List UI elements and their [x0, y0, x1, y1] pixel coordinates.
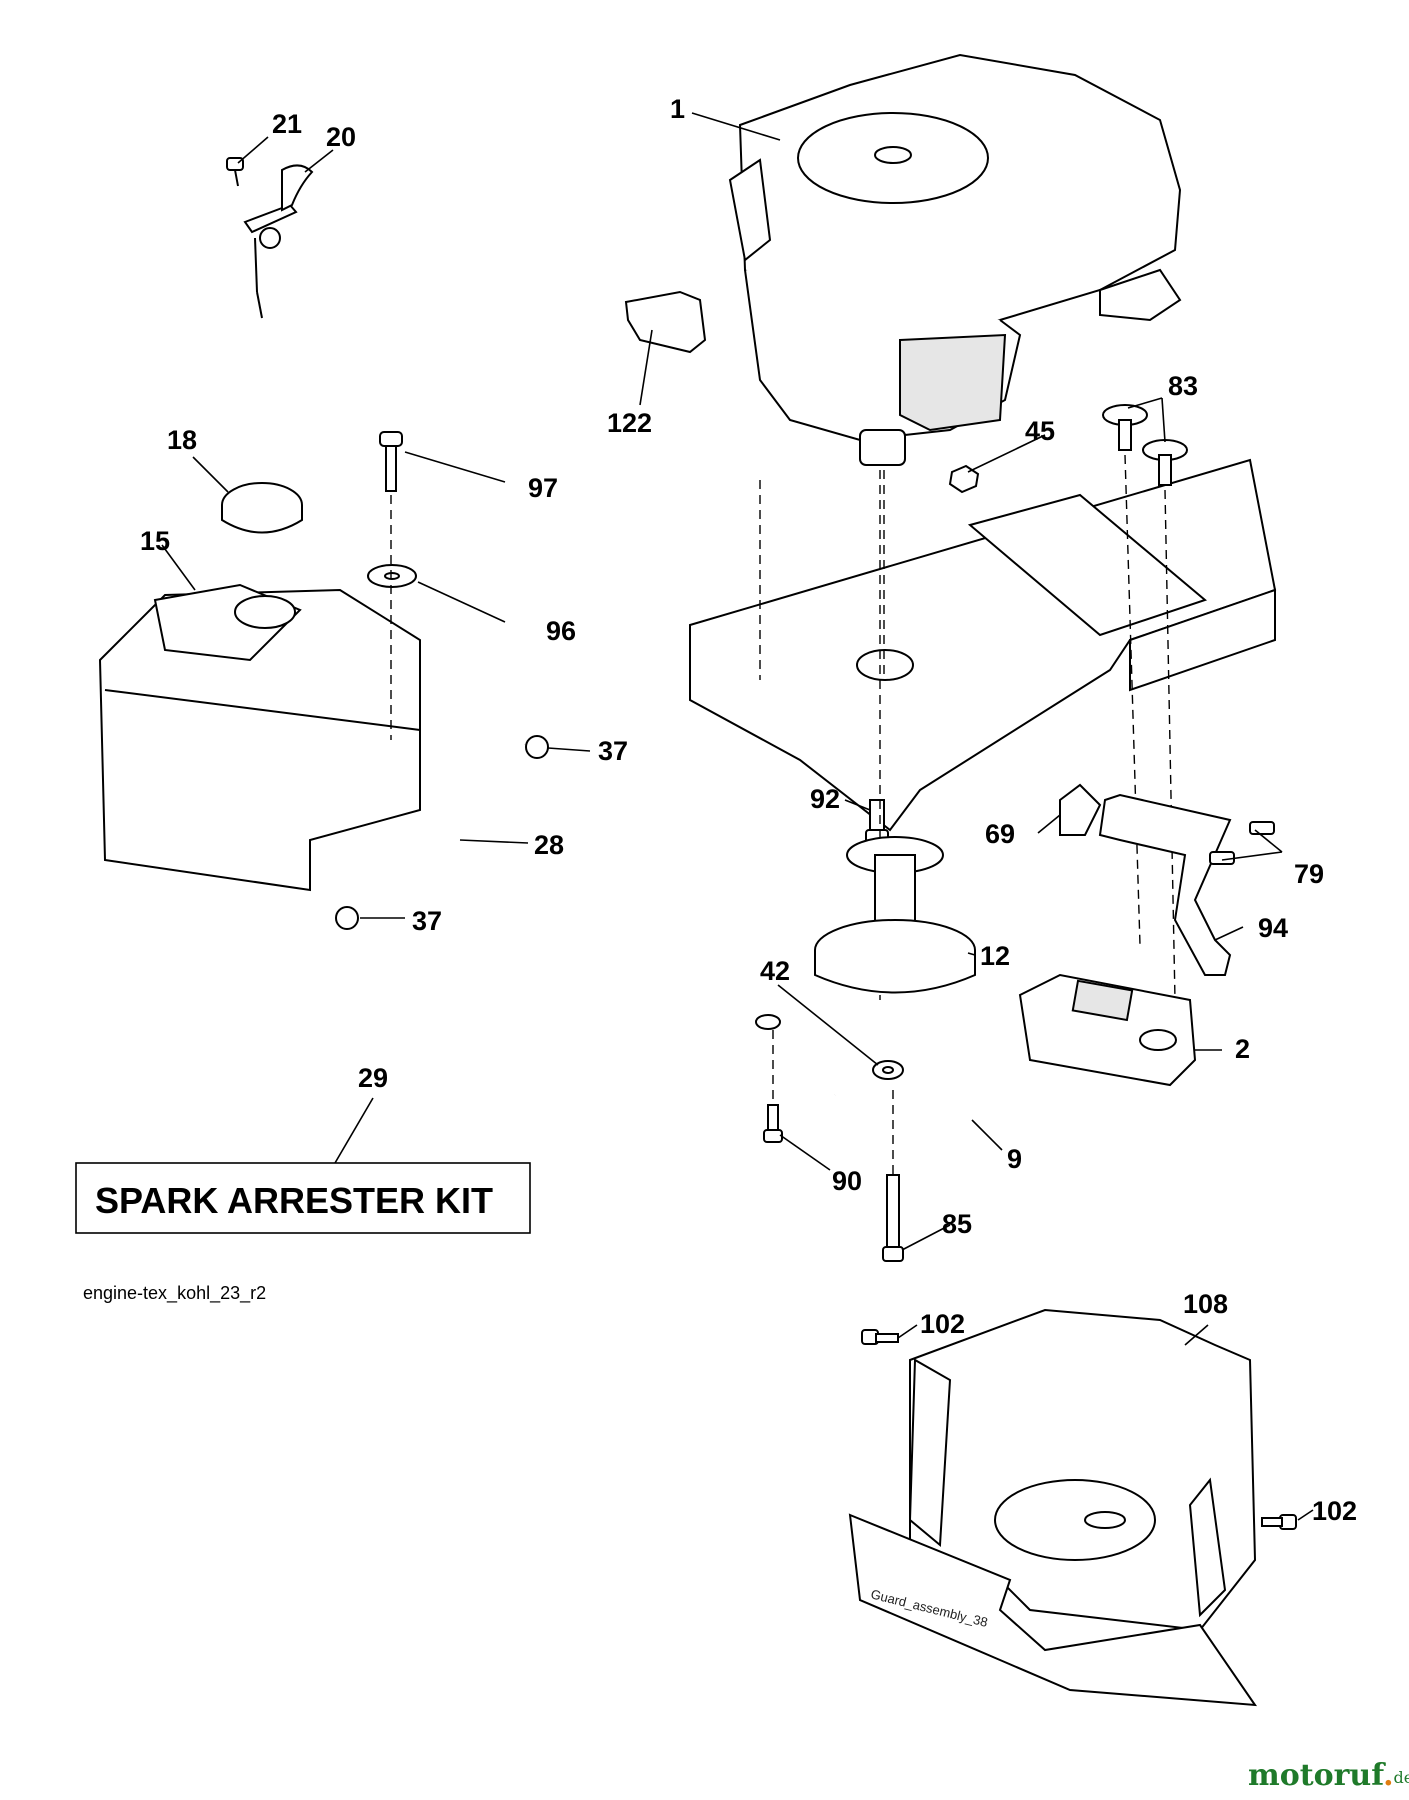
fuel-cap-part	[221, 482, 303, 534]
pulley-part	[814, 836, 976, 994]
part-number-18: 18	[167, 425, 197, 455]
part-number-96: 96	[546, 616, 576, 646]
guard-assembly-part	[848, 1308, 1258, 1707]
gasket-part	[1059, 783, 1102, 836]
spark-arrester-kit-box	[75, 1162, 531, 1234]
part-number-37-lower: 37	[412, 906, 442, 936]
watermark-logo: motoruf.de	[1248, 1758, 1409, 1793]
bolt-83-part	[1102, 404, 1188, 486]
engine-part	[728, 53, 1182, 466]
part-number-20: 20	[326, 122, 356, 152]
screw-79-part	[1209, 821, 1275, 865]
part-number-69: 69	[985, 819, 1015, 849]
part-number-102-left: 102	[920, 1309, 965, 1339]
part-number-1: 1	[670, 94, 685, 124]
watermark-tld: de	[1394, 1768, 1409, 1787]
part-number-94: 94	[1258, 913, 1288, 943]
part-number-2: 2	[1235, 1034, 1250, 1064]
exhaust-pipe-part	[1098, 793, 1232, 976]
part-number-45: 45	[1025, 416, 1055, 446]
part-number-90: 90	[832, 1166, 862, 1196]
muffler-part	[1018, 973, 1197, 1087]
fuel-tank-part	[98, 583, 421, 892]
part-number-42: 42	[760, 956, 790, 986]
bolt-102-right	[1261, 1514, 1297, 1530]
part-number-85: 85	[942, 1209, 972, 1239]
part-number-21: 21	[272, 109, 302, 139]
part-number-12: 12	[980, 941, 1010, 971]
part-number-79: 79	[1294, 859, 1324, 889]
part-number-102-right: 102	[1312, 1496, 1357, 1526]
bracket-part	[755, 998, 1013, 1097]
part-number-28: 28	[534, 830, 564, 860]
washer-part	[367, 564, 417, 588]
part-number-92: 92	[810, 784, 840, 814]
part-number-9: 9	[1007, 1144, 1022, 1174]
part-number-83: 83	[1168, 371, 1198, 401]
leader-lines	[161, 112, 1314, 1521]
part-number-37-upper: 37	[598, 736, 628, 766]
watermark-dot: .	[1383, 1758, 1393, 1793]
nut-part	[948, 464, 980, 494]
throttle-control-part	[226, 157, 314, 319]
mounting-plate-part	[689, 458, 1277, 832]
screw-part	[379, 431, 403, 492]
part-number-97: 97	[528, 473, 558, 503]
watermark-main: motoruf	[1248, 1758, 1386, 1793]
bolt-90-part	[763, 1104, 783, 1143]
washer-42-part	[872, 1060, 904, 1080]
part-number-108: 108	[1183, 1289, 1228, 1319]
part-number-122: 122	[607, 408, 652, 438]
drawing-id: engine-tex_kohl_23_r2	[83, 1283, 266, 1304]
part-number-15: 15	[140, 526, 170, 556]
bolt-85-part	[882, 1174, 904, 1262]
hose-clamp-upper	[525, 735, 549, 759]
bolt-102-left	[861, 1329, 899, 1345]
part-number-29: 29	[358, 1063, 388, 1093]
heat-deflector-part	[624, 290, 707, 354]
hose-clamp-lower	[335, 906, 359, 930]
spark-arrester-kit-label: SPARK ARRESTER KIT	[95, 1180, 493, 1221]
svg-text:motoruf.de: motoruf.de	[1248, 1758, 1409, 1793]
